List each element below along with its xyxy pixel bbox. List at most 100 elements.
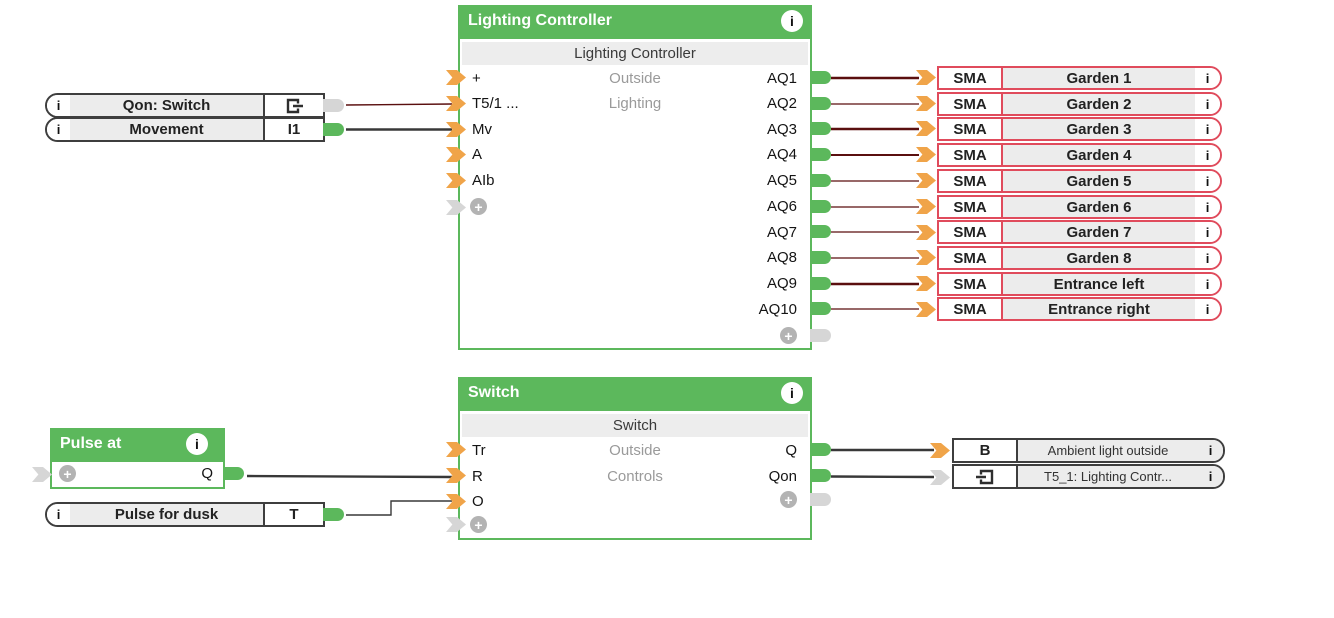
sink-ref-garden-1[interactable]: SMA Garden 1 i <box>937 66 1222 90</box>
lc-output-aq7: AQ7 <box>766 224 797 241</box>
sink-ref-garden-7[interactable]: SMA Garden 7 i <box>937 220 1222 244</box>
input-connector-icon[interactable] <box>446 494 466 509</box>
input-connector-icon[interactable] <box>446 173 466 188</box>
input-connector-icon[interactable] <box>446 442 466 457</box>
info-icon[interactable]: i <box>1195 171 1220 191</box>
sw-output-q: Q <box>785 442 797 459</box>
lc-output-aq4: AQ4 <box>766 146 797 163</box>
input-connector-icon[interactable] <box>916 147 936 162</box>
sink-ref-garden-2[interactable]: SMA Garden 2 i <box>937 92 1222 116</box>
info-icon[interactable]: i <box>1195 94 1220 114</box>
input-connector-icon[interactable] <box>446 122 466 137</box>
sink-ref-entrance-right[interactable]: SMA Entrance right i <box>937 297 1222 321</box>
source-ref-movement[interactable]: i Movement I1 <box>45 117 325 142</box>
input-connector-icon[interactable] <box>916 199 936 214</box>
sink-port: SMA <box>939 145 1003 165</box>
add-output-button[interactable]: + <box>780 327 797 344</box>
output-connector-icon[interactable] <box>810 443 831 456</box>
info-icon[interactable]: i <box>1198 466 1223 487</box>
sink-ref-ambient-light[interactable]: B Ambient light outside i <box>952 438 1225 463</box>
input-connector-icon[interactable] <box>916 302 936 317</box>
info-icon[interactable]: i <box>781 382 803 404</box>
sink-ref-garden-6[interactable]: SMA Garden 6 i <box>937 195 1222 219</box>
info-icon[interactable]: i <box>186 433 208 455</box>
info-icon[interactable]: i <box>47 504 70 525</box>
input-connector-icon[interactable] <box>916 225 936 240</box>
info-glyph: i <box>790 13 794 29</box>
info-icon[interactable]: i <box>47 119 70 140</box>
lighting-controller-body[interactable] <box>458 37 812 350</box>
add-output-connector-icon[interactable] <box>810 493 831 506</box>
output-connector-icon[interactable] <box>810 277 831 290</box>
info-icon[interactable]: i <box>1195 274 1220 294</box>
sink-port: SMA <box>939 274 1003 294</box>
add-input-connector-icon[interactable] <box>446 200 466 215</box>
output-connector-icon[interactable] <box>810 97 831 110</box>
input-connector-icon[interactable] <box>916 250 936 265</box>
info-icon[interactable]: i <box>1195 248 1220 268</box>
source-ref-pulse-for-dusk[interactable]: i Pulse for dusk T <box>45 502 325 527</box>
lc-output-aq5: AQ5 <box>766 172 797 189</box>
lc-input-aib: AIb <box>472 172 495 189</box>
info-icon[interactable]: i <box>1198 440 1223 461</box>
input-connector-icon[interactable] <box>446 70 466 85</box>
output-connector-icon[interactable] <box>810 148 831 161</box>
lc-input-a: A <box>472 146 483 163</box>
add-output-connector-icon[interactable] <box>810 329 831 342</box>
lc-output-aq1: AQ1 <box>766 70 797 87</box>
output-connector-icon[interactable] <box>323 99 344 112</box>
info-icon[interactable]: i <box>1195 222 1220 242</box>
source-port: I1 <box>263 119 323 140</box>
add-input-button[interactable]: + <box>470 198 487 215</box>
sink-ref-garden-8[interactable]: SMA Garden 8 i <box>937 246 1222 270</box>
info-icon[interactable]: i <box>1195 119 1220 139</box>
sink-ref-entrance-left[interactable]: SMA Entrance left i <box>937 272 1222 296</box>
output-connector-icon[interactable] <box>323 123 344 136</box>
sink-ref-garden-3[interactable]: SMA Garden 3 i <box>937 117 1222 141</box>
lighting-controller-header[interactable]: Lighting Controller <box>458 5 812 37</box>
input-connector-icon[interactable] <box>446 96 466 111</box>
input-connector-icon[interactable] <box>930 443 950 458</box>
lc-output-aq8: AQ8 <box>766 249 797 266</box>
sink-ref-t5-lighting-controller[interactable]: T5_1: Lighting Contr... i <box>952 464 1225 489</box>
sink-ref-garden-5[interactable]: SMA Garden 5 i <box>937 169 1222 193</box>
info-icon[interactable]: i <box>781 10 803 32</box>
info-glyph: i <box>790 385 794 401</box>
input-connector-icon[interactable] <box>916 70 936 85</box>
add-input-connector-icon[interactable] <box>446 517 466 532</box>
info-icon[interactable]: i <box>1195 145 1220 165</box>
source-label: Qon: Switch <box>70 95 263 116</box>
add-input-connector-icon[interactable] <box>32 467 52 482</box>
add-output-button[interactable]: + <box>780 491 797 508</box>
input-connector-icon[interactable] <box>930 470 950 485</box>
pulse-at-body[interactable] <box>50 460 225 489</box>
output-connector-icon[interactable] <box>810 200 831 213</box>
input-connector-icon[interactable] <box>916 276 936 291</box>
input-connector-icon[interactable] <box>916 121 936 136</box>
info-icon[interactable]: i <box>1195 68 1220 88</box>
output-connector-icon[interactable] <box>810 251 831 264</box>
input-connector-icon[interactable] <box>446 147 466 162</box>
output-connector-icon[interactable] <box>810 71 831 84</box>
info-icon[interactable]: i <box>47 95 70 116</box>
sink-ref-garden-4[interactable]: SMA Garden 4 i <box>937 143 1222 167</box>
input-connector-icon[interactable] <box>916 96 936 111</box>
sink-port: B <box>954 440 1018 461</box>
input-connector-icon[interactable] <box>916 173 936 188</box>
switch-title: Switch <box>468 384 520 401</box>
output-connector-icon[interactable] <box>223 467 244 480</box>
switch-header[interactable]: Switch <box>458 377 812 409</box>
output-connector-icon[interactable] <box>810 174 831 187</box>
info-icon[interactable]: i <box>1195 197 1220 217</box>
info-icon[interactable]: i <box>1195 299 1220 319</box>
output-connector-icon[interactable] <box>810 225 831 238</box>
output-connector-icon[interactable] <box>810 469 831 482</box>
add-input-button[interactable]: + <box>59 465 76 482</box>
output-connector-icon[interactable] <box>323 508 344 521</box>
output-connector-icon[interactable] <box>810 122 831 135</box>
source-ref-qon-switch[interactable]: i Qon: Switch <box>45 93 325 118</box>
output-connector-icon[interactable] <box>810 302 831 315</box>
input-connector-icon[interactable] <box>446 468 466 483</box>
add-input-button[interactable]: + <box>470 516 487 533</box>
